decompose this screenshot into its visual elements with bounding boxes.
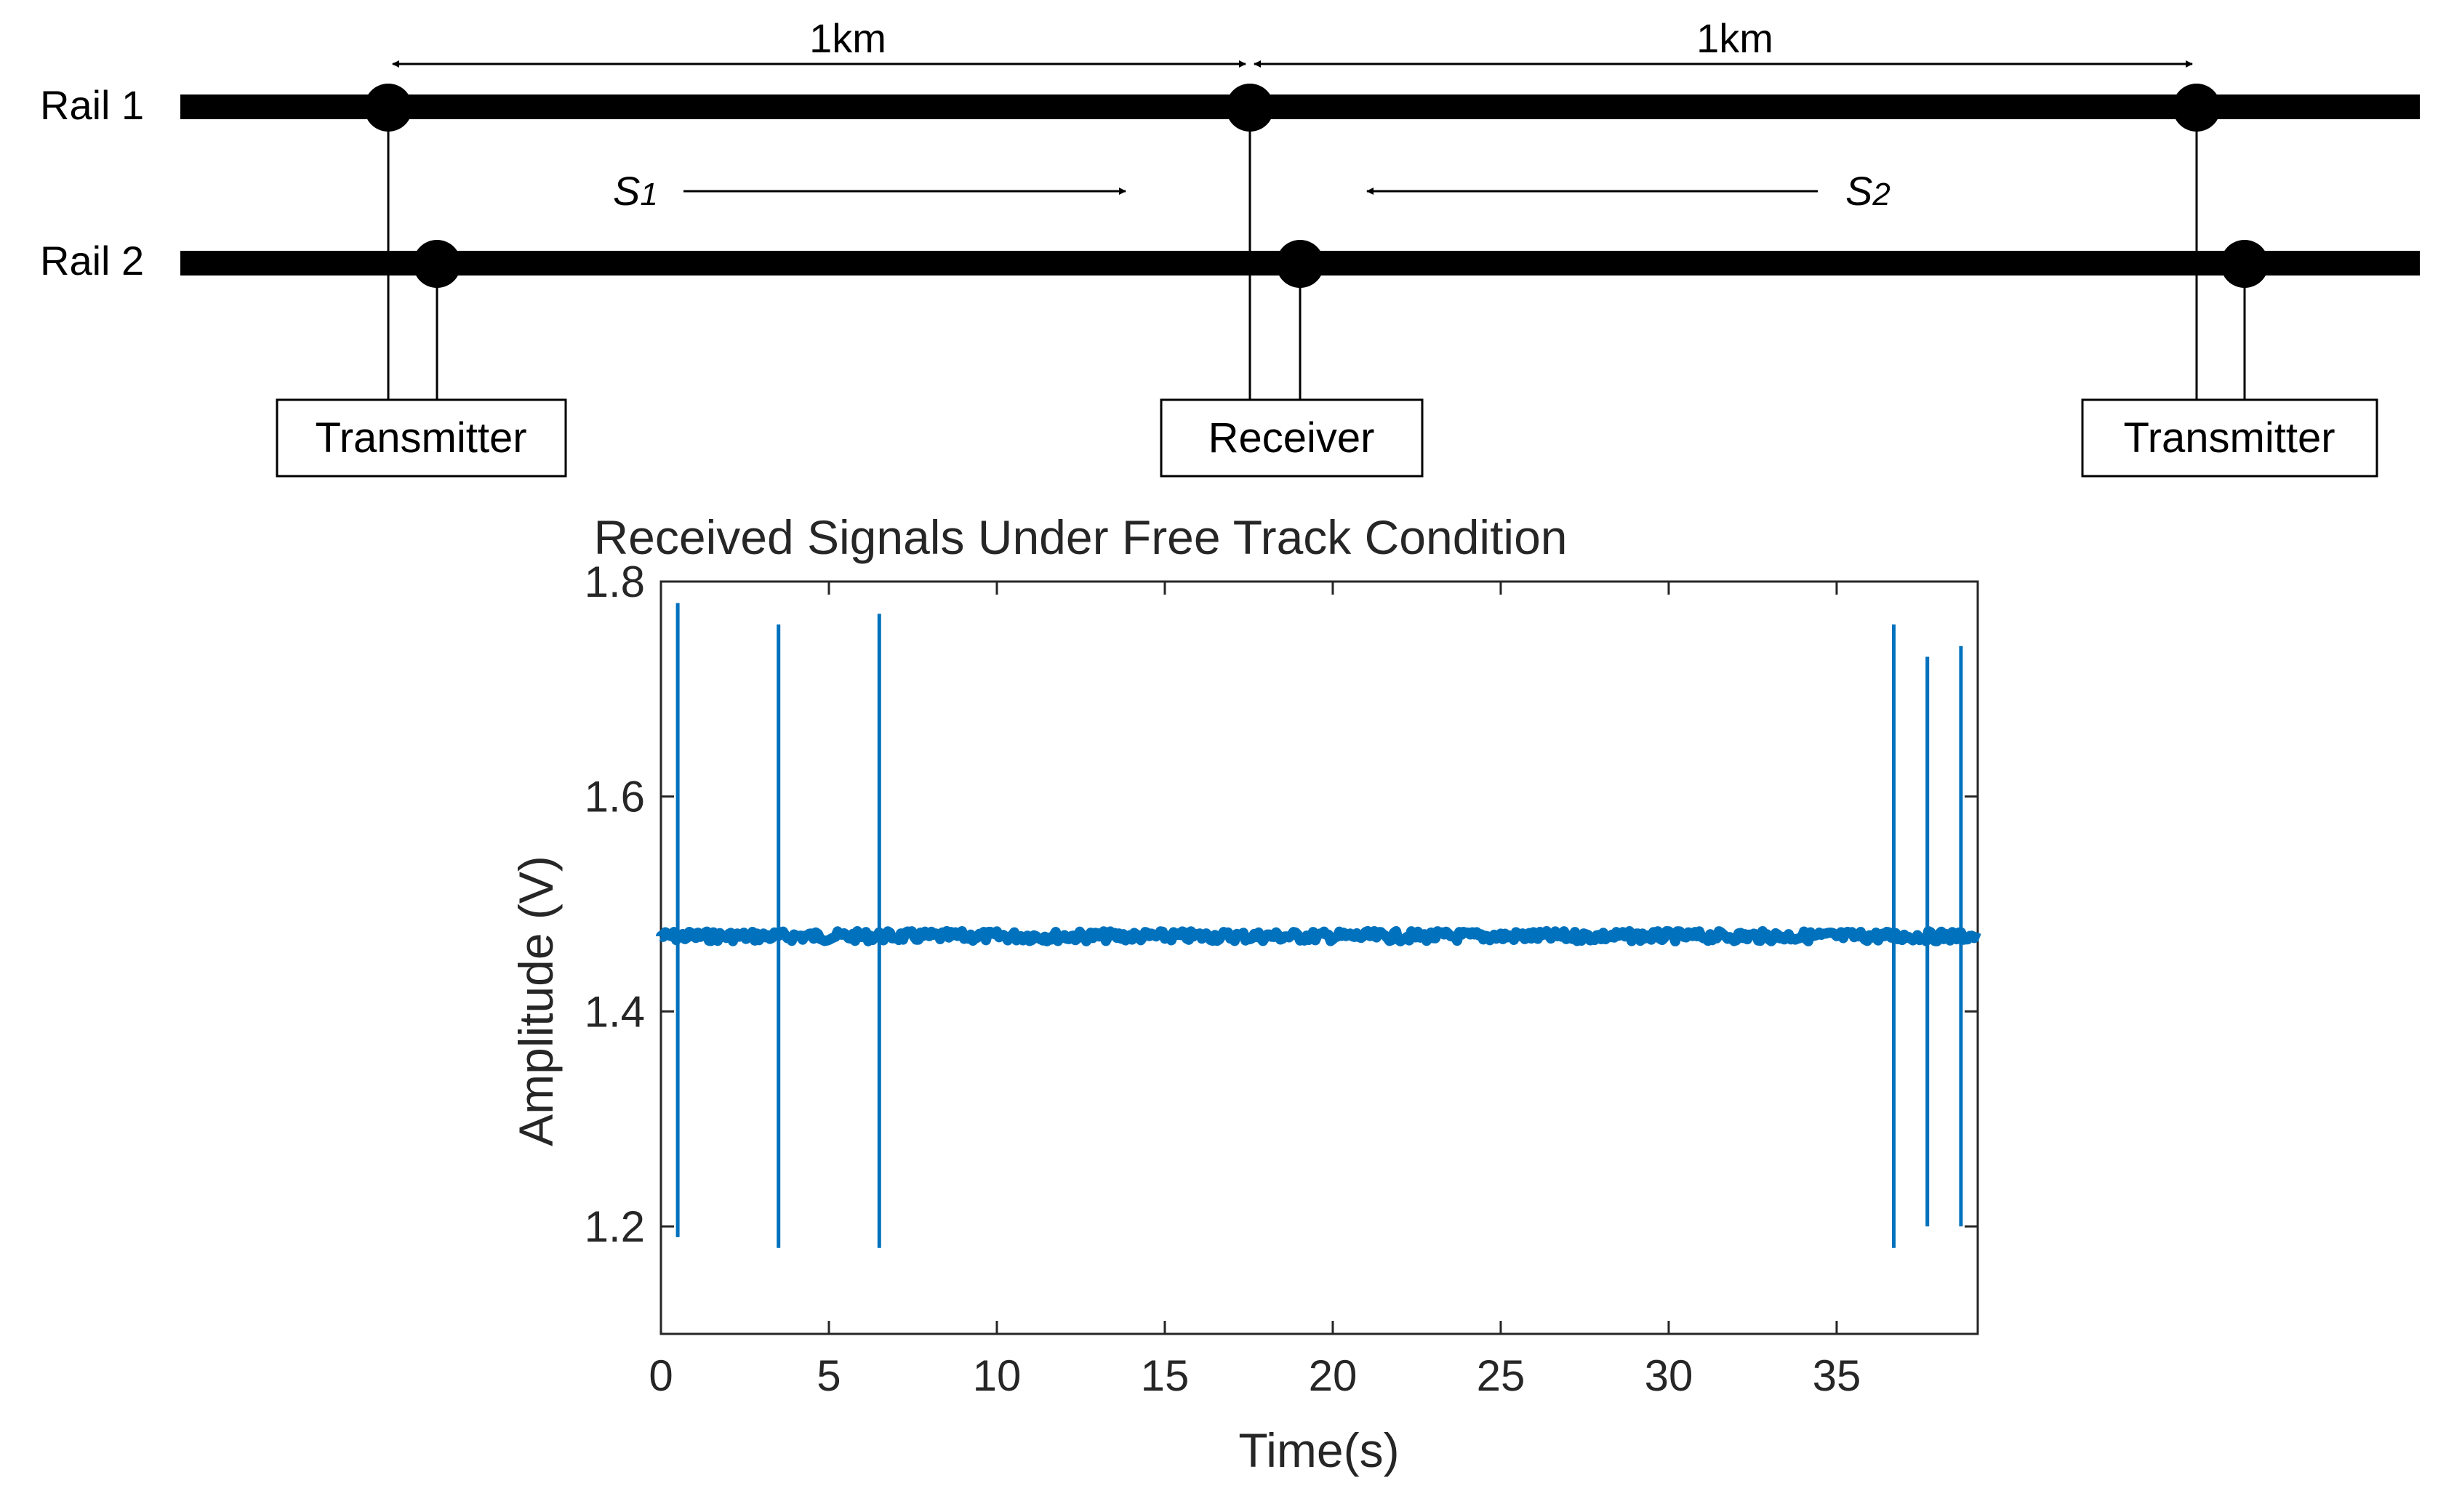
x-tick-label: 30 bbox=[1645, 1351, 1693, 1400]
y-tick-label: 1.4 bbox=[585, 987, 645, 1036]
distance-label-right: 1km bbox=[1696, 15, 1773, 61]
x-axis-label: Time(s) bbox=[1238, 1423, 1399, 1477]
x-tick-label: 15 bbox=[1141, 1351, 1190, 1400]
x-tick-label: 35 bbox=[1813, 1351, 1861, 1400]
signal-s2-label: S2 bbox=[1845, 168, 1890, 214]
dot-left-rail1 bbox=[364, 84, 412, 132]
signal-s1-subscript: 1 bbox=[640, 177, 657, 212]
transmitter-box-right-label: Transmitter bbox=[2123, 414, 2335, 462]
signal-baseline bbox=[656, 925, 1981, 946]
signal-s1-label: S1 bbox=[613, 168, 658, 214]
dot-center-rail2 bbox=[1276, 240, 1324, 288]
transmitter-box-left: Transmitter bbox=[276, 398, 567, 478]
x-tick-label: 5 bbox=[817, 1351, 841, 1400]
tick-marks bbox=[659, 580, 1978, 1334]
x-tick-label: 0 bbox=[649, 1351, 673, 1400]
x-tick-label: 10 bbox=[973, 1351, 1022, 1400]
y-tick-label: 1.8 bbox=[585, 558, 645, 606]
dot-right-rail1 bbox=[2173, 84, 2221, 132]
chart-title: Received Signals Under Free Track Condit… bbox=[594, 510, 1568, 564]
x-tick-label: 25 bbox=[1477, 1351, 1525, 1400]
dot-right-rail2 bbox=[2221, 240, 2269, 288]
transmitter-box-left-label: Transmitter bbox=[315, 414, 526, 462]
dot-left-rail2 bbox=[413, 240, 461, 288]
chart: Received Signals Under Free Track Condit… bbox=[509, 510, 1981, 1477]
rail-diagram: Rail 1 Rail 2 1km 1km S1 S2 bbox=[40, 15, 2420, 478]
y-tick-label: 1.2 bbox=[585, 1202, 645, 1251]
receiver-box-label: Receiver bbox=[1208, 414, 1375, 462]
receiver-box: Receiver bbox=[1160, 398, 1424, 478]
transmitter-box-right-frame bbox=[2081, 398, 2378, 478]
y-tick-label: 1.6 bbox=[585, 773, 645, 821]
tick-labels: 0 5 10 15 20 25 30 35 1.2 1.4 1.6 1.8 bbox=[585, 558, 1861, 1400]
connection-dots bbox=[364, 84, 2269, 288]
y-axis-label: Amplitude (V) bbox=[509, 856, 563, 1146]
dot-center-rail1 bbox=[1226, 84, 1274, 132]
signal-s1-letter: S bbox=[613, 168, 640, 214]
rail-1-label: Rail 1 bbox=[40, 82, 144, 128]
rail-2-label: Rail 2 bbox=[40, 238, 144, 284]
receiver-box-frame bbox=[1160, 398, 1424, 478]
rail-1-line bbox=[180, 94, 2420, 119]
signal-s2-subscript: 2 bbox=[1872, 177, 1890, 212]
distance-label-left: 1km bbox=[809, 15, 886, 61]
transmitter-box-right: Transmitter bbox=[2081, 398, 2378, 478]
data-series bbox=[656, 603, 1981, 1248]
signal-s2-letter: S bbox=[1845, 168, 1872, 214]
x-tick-label: 20 bbox=[1309, 1351, 1358, 1400]
plot-area bbox=[659, 580, 1979, 1335]
transmitter-box-left-frame bbox=[276, 398, 567, 478]
